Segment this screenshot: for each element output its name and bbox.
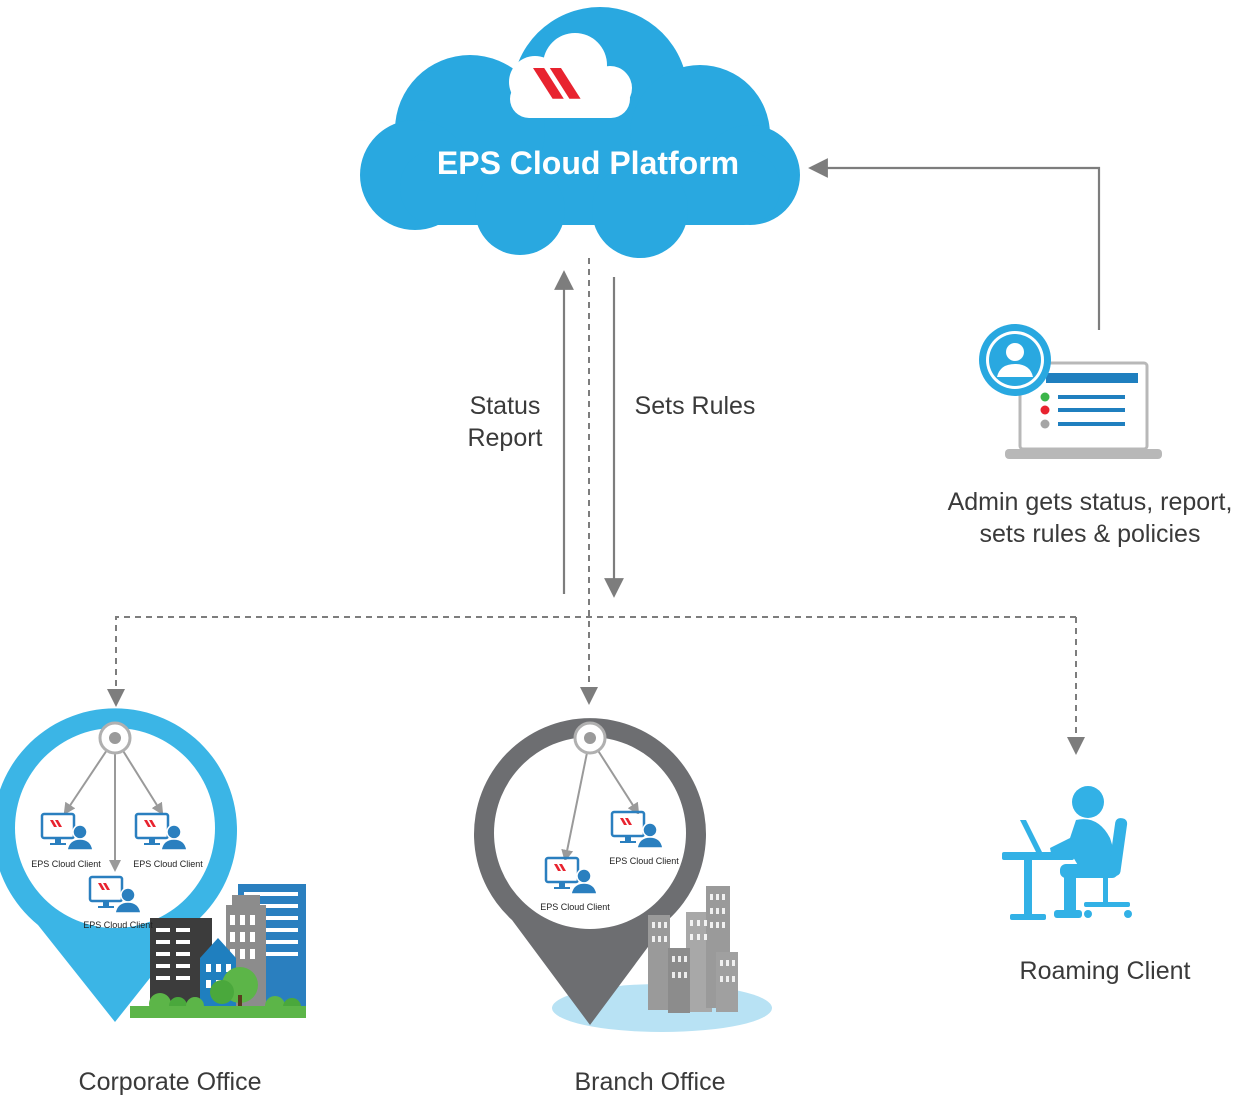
admin-laptop-icon — [1005, 361, 1162, 459]
client-label: EPS Cloud Client — [540, 902, 610, 912]
roaming-client-label: Roaming Client — [1019, 957, 1191, 985]
client-label: EPS Cloud Client — [133, 859, 203, 869]
admin-to-cloud-arrow — [808, 158, 1101, 330]
status-report-line2: Report — [467, 424, 543, 452]
admin-caption: Admin gets status, report, sets rules & … — [935, 486, 1245, 550]
admin-caption-line2: sets rules & policies — [979, 520, 1201, 548]
client-label: EPS Cloud Client — [609, 856, 679, 866]
corporate-client-2: EPS Cloud Client — [133, 812, 203, 869]
corporate-buildings-icon — [130, 884, 306, 1018]
branch-client-tree — [561, 721, 640, 862]
admin-caption-line1: Admin gets status, report, — [947, 488, 1233, 516]
branch-buildings-icon — [648, 886, 738, 1013]
distribution-dashed-lines — [107, 616, 1085, 755]
client-label: EPS Cloud Client — [31, 859, 101, 869]
branch-client-2: EPS Cloud Client — [540, 856, 610, 912]
corporate-client-1: EPS Cloud Client — [31, 812, 101, 869]
roaming-client-icon — [1002, 786, 1132, 920]
corporate-office-label: Corporate Office — [78, 1068, 262, 1096]
branch-client-1: EPS Cloud Client — [609, 810, 679, 866]
corporate-client-3: EPS Cloud Client — [83, 875, 153, 930]
cloud-logo-icon — [509, 33, 632, 118]
status-report-line1: Status — [469, 392, 541, 420]
cloud-title: EPS Cloud Platform — [436, 145, 740, 181]
branch-office-label: Branch Office — [574, 1068, 726, 1096]
admin-avatar-icon — [979, 324, 1051, 396]
client-label: EPS Cloud Client — [83, 920, 153, 930]
cloud-shape — [360, 7, 800, 258]
corporate-client-tree — [63, 721, 164, 872]
sets-rules-label: Sets Rules — [634, 392, 756, 420]
status-report-label: Status Report — [455, 390, 555, 454]
